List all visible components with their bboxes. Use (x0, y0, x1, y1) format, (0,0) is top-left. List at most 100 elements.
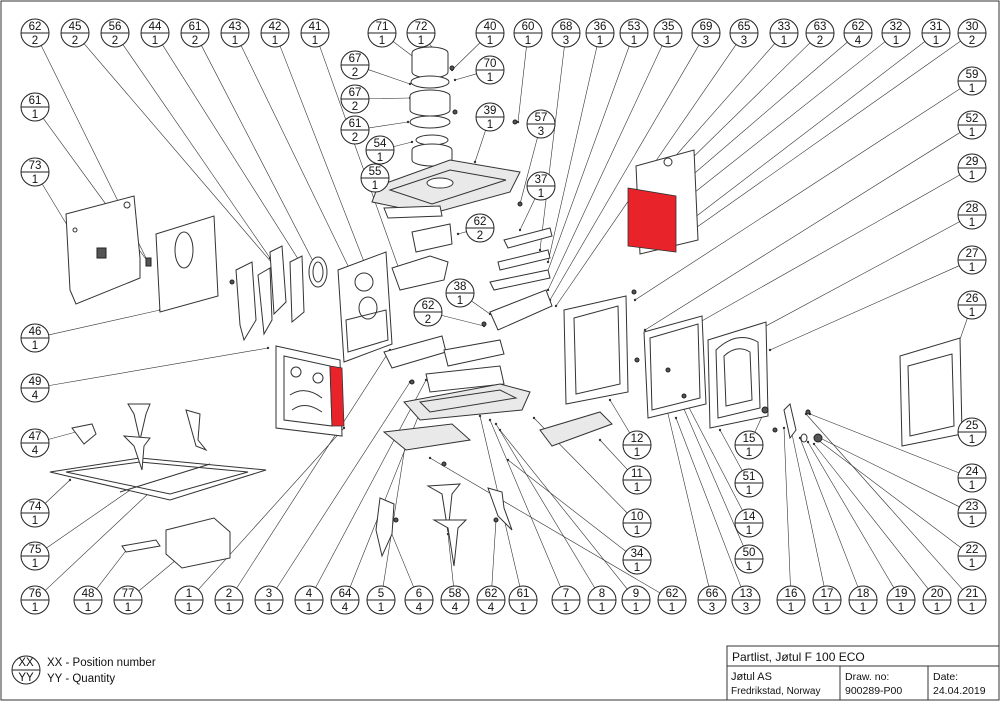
part-duct-bracket (121, 539, 161, 553)
callout-bubble: 721 (406, 18, 436, 48)
callout-position-number: 41 (309, 21, 322, 33)
callout-bubble: 281 (957, 200, 987, 230)
leader-end (408, 82, 412, 86)
leader-line (507, 459, 627, 552)
leader-end (674, 416, 678, 420)
leader-line (689, 40, 961, 233)
callout-bubble: 81 (587, 585, 617, 615)
part-screws (229, 65, 778, 523)
callout-position-number: 10 (631, 511, 644, 523)
legend-symbol-bottom: YY (18, 672, 34, 684)
callout-position-number: 59 (966, 69, 979, 81)
callout-bubble: 341 (622, 545, 652, 575)
callout-bubble: 181 (848, 585, 878, 615)
callout-bubble: 551 (360, 163, 390, 193)
callout-quantity: 2 (352, 132, 358, 144)
leader-line (813, 443, 929, 590)
callout-quantity: 1 (487, 119, 493, 131)
callout-bubble: 391 (475, 102, 505, 132)
callout-quantity: 1 (32, 340, 38, 352)
callout-bubble: 481 (73, 585, 103, 615)
callout-quantity: 1 (232, 35, 238, 47)
callout-position-number: 27 (966, 248, 979, 260)
callout-quantity: 1 (746, 447, 752, 459)
callout-bubble: 133 (731, 585, 761, 615)
callout-quantity: 2 (352, 101, 358, 113)
callout-position-number: 68 (560, 21, 573, 33)
callout-bubble: 612 (340, 115, 370, 145)
callout-quantity: 4 (855, 35, 862, 47)
callout-bubble: 141 (734, 508, 764, 538)
part-firebox (383, 335, 531, 421)
callout-bubble: 584 (440, 585, 470, 615)
leader-line (644, 132, 961, 331)
callout-position-number: 69 (700, 21, 713, 33)
leader-end (494, 422, 498, 426)
leader-line (805, 413, 963, 590)
leader-end (546, 288, 550, 292)
callout-quantity: 1 (969, 262, 975, 274)
callout-bubble: 644 (330, 585, 360, 615)
callout-quantity: 1 (32, 174, 38, 186)
part-legs-front (375, 483, 513, 567)
callout-position-number: 73 (29, 160, 42, 172)
leader-end (806, 440, 810, 444)
callout-quantity: 1 (634, 482, 640, 494)
part-heat-shield-rear (65, 195, 141, 305)
leader-line (368, 121, 409, 129)
leader-line (44, 491, 151, 591)
leader-end (782, 426, 786, 430)
callout-bubble: 261 (957, 290, 987, 320)
callout-position-number: 16 (785, 588, 798, 600)
callout-position-number: 38 (454, 281, 467, 293)
callout-quantity: 3 (743, 602, 749, 614)
callout-position-number: 24 (966, 466, 979, 478)
callout-quantity: 1 (634, 525, 640, 537)
callout-quantity: 2 (969, 35, 975, 47)
leader-line (739, 221, 960, 341)
callout-bubble: 761 (20, 585, 50, 615)
part-duct (165, 517, 231, 569)
callout-position-number: 26 (966, 293, 979, 305)
callout-quantity: 1 (788, 602, 794, 614)
part-air-tube (489, 289, 553, 331)
callout-position-number: 45 (69, 21, 82, 33)
leader-line (671, 43, 775, 161)
callout-position-number: 56 (109, 21, 122, 33)
leader-line (240, 45, 351, 271)
callout-position-number: 66 (706, 588, 719, 600)
callout-bubble: 311 (921, 18, 951, 48)
callout-position-number: 61 (29, 95, 42, 107)
title-block-location: Fredrikstad, Norway (731, 686, 820, 697)
callout-position-number: 46 (29, 326, 42, 338)
callout-bubble: 612 (180, 18, 210, 48)
callout-bubble: 11 (174, 585, 204, 615)
callout-quantity: 2 (352, 67, 358, 79)
callout-bubble: 494 (20, 373, 50, 403)
callout-quantity: 1 (125, 602, 131, 614)
leader-line (315, 379, 427, 588)
callout-quantity: 1 (599, 602, 605, 614)
leader-end (633, 298, 637, 302)
callout-bubble: 622 (465, 213, 495, 243)
leader-line (634, 88, 961, 301)
callout-position-number: 6 (416, 588, 422, 600)
callout-position-number: 28 (966, 203, 979, 215)
callout-bubble: 191 (886, 585, 916, 615)
callout-position-number: 65 (738, 21, 751, 33)
part-ash-tray (382, 423, 472, 451)
callout-bubble: 501 (734, 544, 764, 574)
leader-line (279, 45, 369, 273)
highlight-panel-right (627, 187, 677, 253)
leader-line (46, 485, 137, 549)
callout-position-number: 62 (474, 216, 487, 228)
callout-position-number: 58 (449, 588, 462, 600)
title-block-company: Jøtul AS (731, 671, 772, 683)
callout-quantity: 1 (418, 35, 424, 47)
callout-quantity: 1 (563, 602, 569, 614)
leader-end (532, 416, 536, 420)
callout-bubble: 693 (691, 18, 721, 48)
callout-quantity: 1 (85, 602, 91, 614)
callout-bubble: 302 (957, 18, 987, 48)
